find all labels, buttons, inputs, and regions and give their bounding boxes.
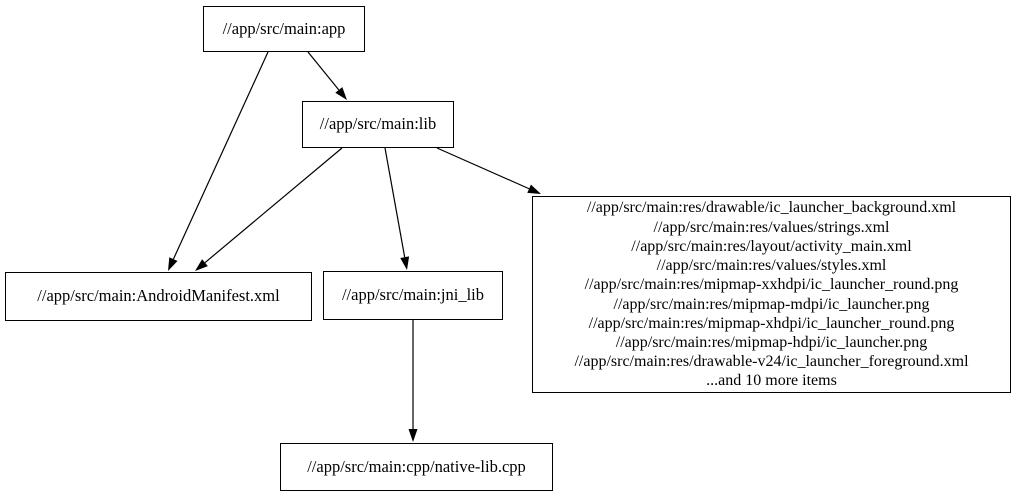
res-group-line: //app/src/main:res/mipmap-mdpi/ic_launch… [613,295,930,313]
edge-app-to-android-manifest [172,51,269,260]
node-jni-lib: //app/src/main:jni_lib [323,271,503,320]
arrowhead-app-to-android-manifest [168,257,178,271]
node-res-group: //app/src/main:res/drawable/ic_launcher_… [532,196,1011,393]
arrowhead-lib-to-jni-lib [400,256,410,270]
node-app: //app/src/main:app [203,6,365,52]
edge-app-to-lib [307,51,340,91]
node-android-manifest-label: //app/src/main:AndroidManifest.xml [37,286,280,306]
node-native-lib: //app/src/main:cpp/native-lib.cpp [280,443,553,491]
edge-lib-to-res-group [436,147,530,190]
node-lib: //app/src/main:lib [302,101,454,148]
res-group-line: //app/src/main:res/layout/activity_main.… [631,237,912,255]
arrowhead-lib-to-android-manifest [195,259,208,271]
res-group-line: //app/src/main:res/mipmap-xxhdpi/ic_laun… [584,276,959,294]
arrowhead-jni-lib-to-native-lib [408,429,418,442]
node-jni-lib-label: //app/src/main:jni_lib [341,285,485,305]
node-native-lib-label: //app/src/main:cpp/native-lib.cpp [307,456,526,476]
res-group-line: //app/src/main:res/mipmap-hdpi/ic_launch… [615,333,928,351]
res-group-line: //app/src/main:res/drawable/ic_launcher_… [586,199,957,217]
arrowhead-lib-to-res-group [527,184,541,194]
res-group-line: //app/src/main:res/drawable-v24/ic_launc… [574,353,969,371]
edge-lib-to-jni-lib [384,147,406,258]
res-group-line: //app/src/main:res/mipmap-xhdpi/ic_launc… [588,314,955,332]
arrowhead-app-to-lib [335,87,347,100]
node-lib-label: //app/src/main:lib [319,114,437,134]
res-group-more-items: ...and 10 more items [706,372,837,390]
res-group-line: //app/src/main:res/values/styles.xml [656,257,887,275]
res-group-line: //app/src/main:res/values/strings.xml [653,218,890,236]
node-android-manifest: //app/src/main:AndroidManifest.xml [5,272,312,321]
node-app-label: //app/src/main:app [222,18,346,38]
edge-lib-to-android-manifest [204,147,343,264]
